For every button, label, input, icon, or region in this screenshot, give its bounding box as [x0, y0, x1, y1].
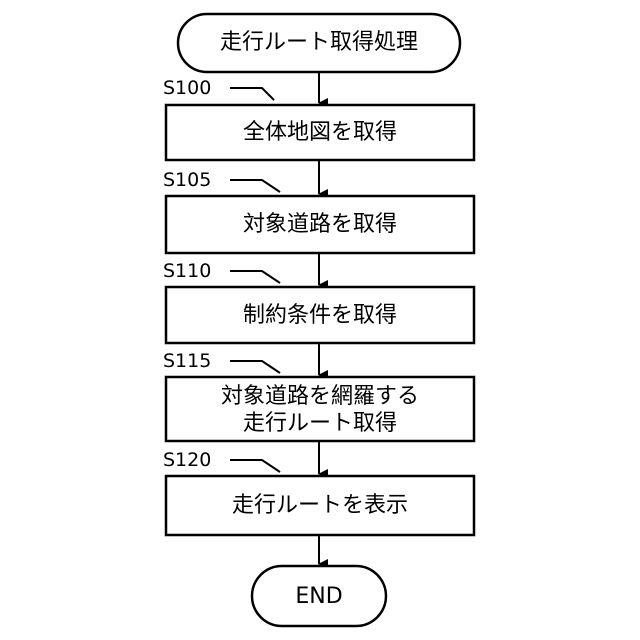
step-s115-label: S115	[163, 350, 211, 372]
start-text: 走行ルート取得処理	[220, 30, 418, 55]
step-s120-text: 走行ルートを表示	[232, 493, 408, 518]
step-s120-label: S120	[163, 449, 211, 471]
step-s115-text-line1: 対象道路を網羅する	[221, 384, 419, 409]
end-text: END	[295, 584, 342, 609]
step-s100-leader	[230, 88, 274, 100]
step-s105-label: S105	[163, 169, 211, 191]
end-terminal: END	[252, 566, 386, 626]
step-s115-text-line2: 走行ルート取得	[243, 411, 397, 436]
step-s110-label: S110	[163, 260, 211, 282]
step-s110-leader	[230, 271, 280, 283]
step-s105-leader	[230, 180, 280, 192]
step-s115-leader	[230, 361, 280, 373]
step-s110-text: 制約条件を取得	[243, 303, 397, 328]
step-s100-text: 全体地図を取得	[243, 120, 397, 145]
step-s120-leader	[230, 460, 280, 472]
step-s100-label: S100	[163, 77, 211, 99]
step-s105-text: 対象道路を取得	[243, 212, 397, 237]
start-terminal: 走行ルート取得処理	[178, 14, 460, 72]
